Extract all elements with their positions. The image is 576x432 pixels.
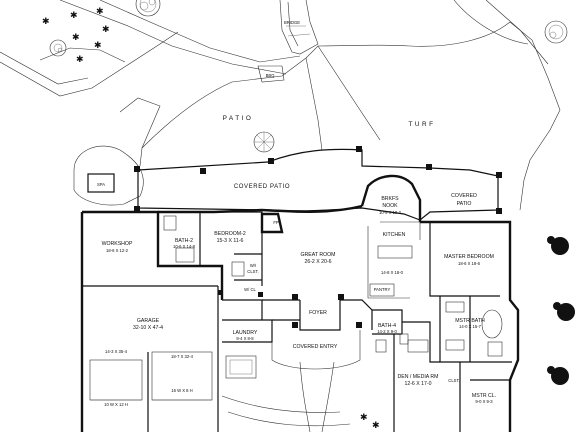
patio-label: PATIO [223,115,254,122]
svg-text:✱: ✱ [70,11,78,21]
svg-text:14-8 X 18-0: 14-8 X 18-0 [381,270,404,275]
room-laundry: LAUNDRY 8-4 X 8-8 [233,330,258,341]
svg-text:LAUNDRY: LAUNDRY [233,330,258,336]
room-garage: GARAGE 32-10 X 47-4 [133,318,163,331]
room-mstr-closet: MSTR CL. 9-0 X 9-3 [472,393,496,404]
room-bedroom-2: BEDROOM-2 15-3 X 11-6 [214,231,246,244]
tree-icon [544,20,568,44]
svg-text:WORKSHOP: WORKSHOP [102,241,133,247]
svg-text:MSTR CL.: MSTR CL. [472,393,496,399]
room-covered-patio: COVERED PATIO [234,184,290,190]
room-great-room: GREAT ROOM 26-2 X 20-6 [301,252,336,265]
site-lines [0,0,561,211]
room-workshop: WORKSHOP 18-6 X 12-2 [102,241,133,253]
svg-text:✱: ✱ [360,413,368,423]
svg-text:DEN / MEDIA RM: DEN / MEDIA RM [398,374,439,380]
svg-text:BRKFS: BRKFS [381,196,399,202]
svg-text:15-3 X 11-6: 15-3 X 11-6 [217,238,244,244]
room-covered-patio-east: COVERED PATIO [451,193,477,207]
site-labels: SPA BRIDGE BBQ PATIO TURF FP [97,20,435,225]
svg-text:8-4 X 8-8: 8-4 X 8-8 [236,336,254,341]
room-bath-2: BATH-2 10-6 X 14-8 [173,238,196,249]
svg-text:MASTER BEDROOM: MASTER BEDROOM [444,254,494,260]
columns [134,146,502,328]
svg-text:BEDROOM-2: BEDROOM-2 [214,231,246,237]
svg-text:10 W X 12 H: 10 W X 12 H [104,402,128,407]
svg-text:✱: ✱ [94,41,102,51]
room-kitchen: KITCHEN 14-8 X 18-0 [381,232,406,275]
house-walls [80,148,520,432]
spa-label: SPA [97,182,105,187]
svg-text:32-10 X 47-4: 32-10 X 47-4 [133,325,163,331]
room-pantry: PANTRY [374,287,391,292]
svg-text:14-2 X 9-0: 14-2 X 9-0 [377,329,397,334]
svg-text:CLST.: CLST. [247,269,258,274]
room-mstr-bath: MSTR BATH 14-0 X 15-7 [455,318,485,329]
fireplace-label: FP [273,220,279,225]
svg-text:14-3 X 35-4: 14-3 X 35-4 [105,349,128,354]
svg-text:12-6 X 17-0: 12-6 X 17-0 [404,381,431,387]
svg-text:14-0 X 15-7: 14-0 X 15-7 [459,324,482,329]
svg-text:18-6 X 18-6: 18-6 X 18-6 [458,261,481,266]
svg-text:GARAGE: GARAGE [137,318,160,324]
svg-text:BATH-4: BATH-4 [378,323,396,329]
garage-bay-1: 14-3 X 35-4 [105,349,128,354]
room-den-media: DEN / MEDIA RM 12-6 X 17-0 [398,374,439,387]
svg-text:W/ CL: W/ CL [244,287,256,292]
svg-text:✱: ✱ [372,421,380,431]
svg-text:9-0 X 9-3: 9-0 X 9-3 [475,399,493,404]
room-wi-closet: W/I CLST. [247,263,258,274]
svg-text:10-9 X 10-2: 10-9 X 10-2 [379,210,402,215]
svg-text:PATIO: PATIO [457,201,472,207]
room-labels: COVERED PATIO COVERED PATIO BRKFS NOOK 1… [102,184,497,407]
svg-text:✱: ✱ [72,33,80,43]
svg-text:FOYER: FOYER [309,310,327,316]
svg-text:✱: ✱ [42,17,50,27]
svg-text:26-2 X 20-6: 26-2 X 20-6 [304,259,331,265]
svg-text:18-6 X 12-2: 18-6 X 12-2 [106,248,129,253]
svg-text:NOOK: NOOK [382,203,398,209]
room-master-bedroom: MASTER BEDROOM 18-6 X 18-6 [444,254,494,266]
svg-text:✱: ✱ [102,25,110,35]
svg-text:16 W X 8 H: 16 W X 8 H [171,388,192,393]
svg-text:CLST.: CLST. [448,378,459,383]
svg-text:PANTRY: PANTRY [374,287,391,292]
svg-text:COVERED: COVERED [451,193,477,199]
svg-text:✱: ✱ [96,7,104,17]
shrub-icon [547,236,575,385]
room-bath-4: BATH-4 14-2 X 9-0 [377,323,397,334]
svg-text:COVERED PATIO: COVERED PATIO [234,184,290,190]
star-plant-icon: ✱✱✱ ✱✱✱ ✱ ✱✱ [42,7,380,431]
svg-text:MSTR BATH: MSTR BATH [455,318,485,324]
room-foyer: FOYER [309,310,327,316]
garage-bay-2: 18-7 X 32-4 [171,354,194,359]
garage-door-1: 10 W X 12 H [104,402,128,407]
room-brkfs-nook: BRKFS NOOK 10-9 X 10-2 [379,196,402,215]
tree-icon [49,39,67,57]
svg-text:KITCHEN: KITCHEN [383,232,406,238]
turf-label: TURF [408,121,435,128]
svg-text:GREAT ROOM: GREAT ROOM [301,252,336,258]
svg-text:18-7 X 32-4: 18-7 X 32-4 [171,354,194,359]
bbq-label: BBQ [266,73,276,78]
bridge-label: BRIDGE [284,20,300,25]
garage-door-2: 16 W X 8 H [171,388,192,393]
svg-text:W/I: W/I [250,263,256,268]
svg-text:10-6 X 14-8: 10-6 X 14-8 [173,244,196,249]
svg-text:COVERED ENTRY: COVERED ENTRY [293,344,338,350]
svg-text:BATH-2: BATH-2 [175,238,193,244]
room-covered-entry: COVERED ENTRY [293,344,338,350]
svg-text:✱: ✱ [76,55,84,65]
room-closet: CLST. [448,378,459,383]
landscaping: ✱✱✱ ✱✱✱ ✱ ✱✱ [42,0,575,431]
room-w-cl: W/ CL [244,287,256,292]
tree-icon [135,0,161,17]
